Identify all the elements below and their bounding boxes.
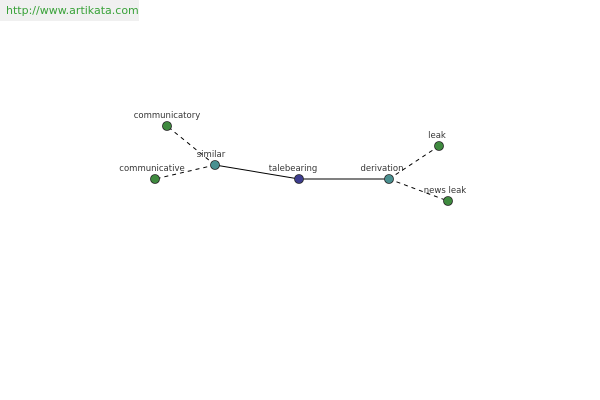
node-leak[interactable]: leak (428, 131, 446, 151)
node-circle-talebearing[interactable] (294, 174, 304, 184)
edge-derivation-news-leak (388, 178, 449, 202)
node-label-communicative[interactable]: communicative (119, 164, 184, 174)
edge-derivation-leak (388, 145, 440, 180)
node-label-talebearing[interactable]: talebearing (269, 164, 318, 174)
node-label-leak[interactable]: leak (428, 131, 446, 141)
node-circle-communicative[interactable] (150, 174, 160, 184)
edges-layer (154, 125, 449, 202)
node-label-communicatory[interactable]: communicatory (134, 111, 201, 121)
node-circle-derivation[interactable] (384, 174, 394, 184)
node-communicatory[interactable]: communicatory (134, 111, 201, 131)
edge-similar-communicatory (166, 125, 216, 166)
node-circle-similar[interactable] (210, 160, 220, 170)
nodes-layer: talebearing similar derivation communicator… (119, 111, 466, 206)
node-talebearing[interactable]: talebearing (269, 164, 318, 184)
watermark-url[interactable]: http://www.artikata.com (6, 4, 139, 17)
edge-similar-communicative (154, 164, 216, 180)
node-circle-leak[interactable] (434, 141, 444, 151)
node-communicative[interactable]: communicative (119, 164, 185, 184)
node-label-news-leak[interactable]: news leak (424, 186, 466, 196)
node-label-similar[interactable]: similar (197, 150, 226, 160)
node-circle-communicatory[interactable] (162, 121, 172, 131)
node-similar[interactable]: similar (197, 150, 226, 170)
edge-talebearing-similar (214, 164, 300, 180)
node-derivation[interactable]: derivation (360, 164, 404, 184)
node-news-leak[interactable]: news leak (424, 186, 466, 206)
node-label-derivation[interactable]: derivation (360, 164, 403, 174)
node-circle-news-leak[interactable] (443, 196, 453, 206)
watermark-bar: http://www.artikata.com (0, 0, 139, 21)
